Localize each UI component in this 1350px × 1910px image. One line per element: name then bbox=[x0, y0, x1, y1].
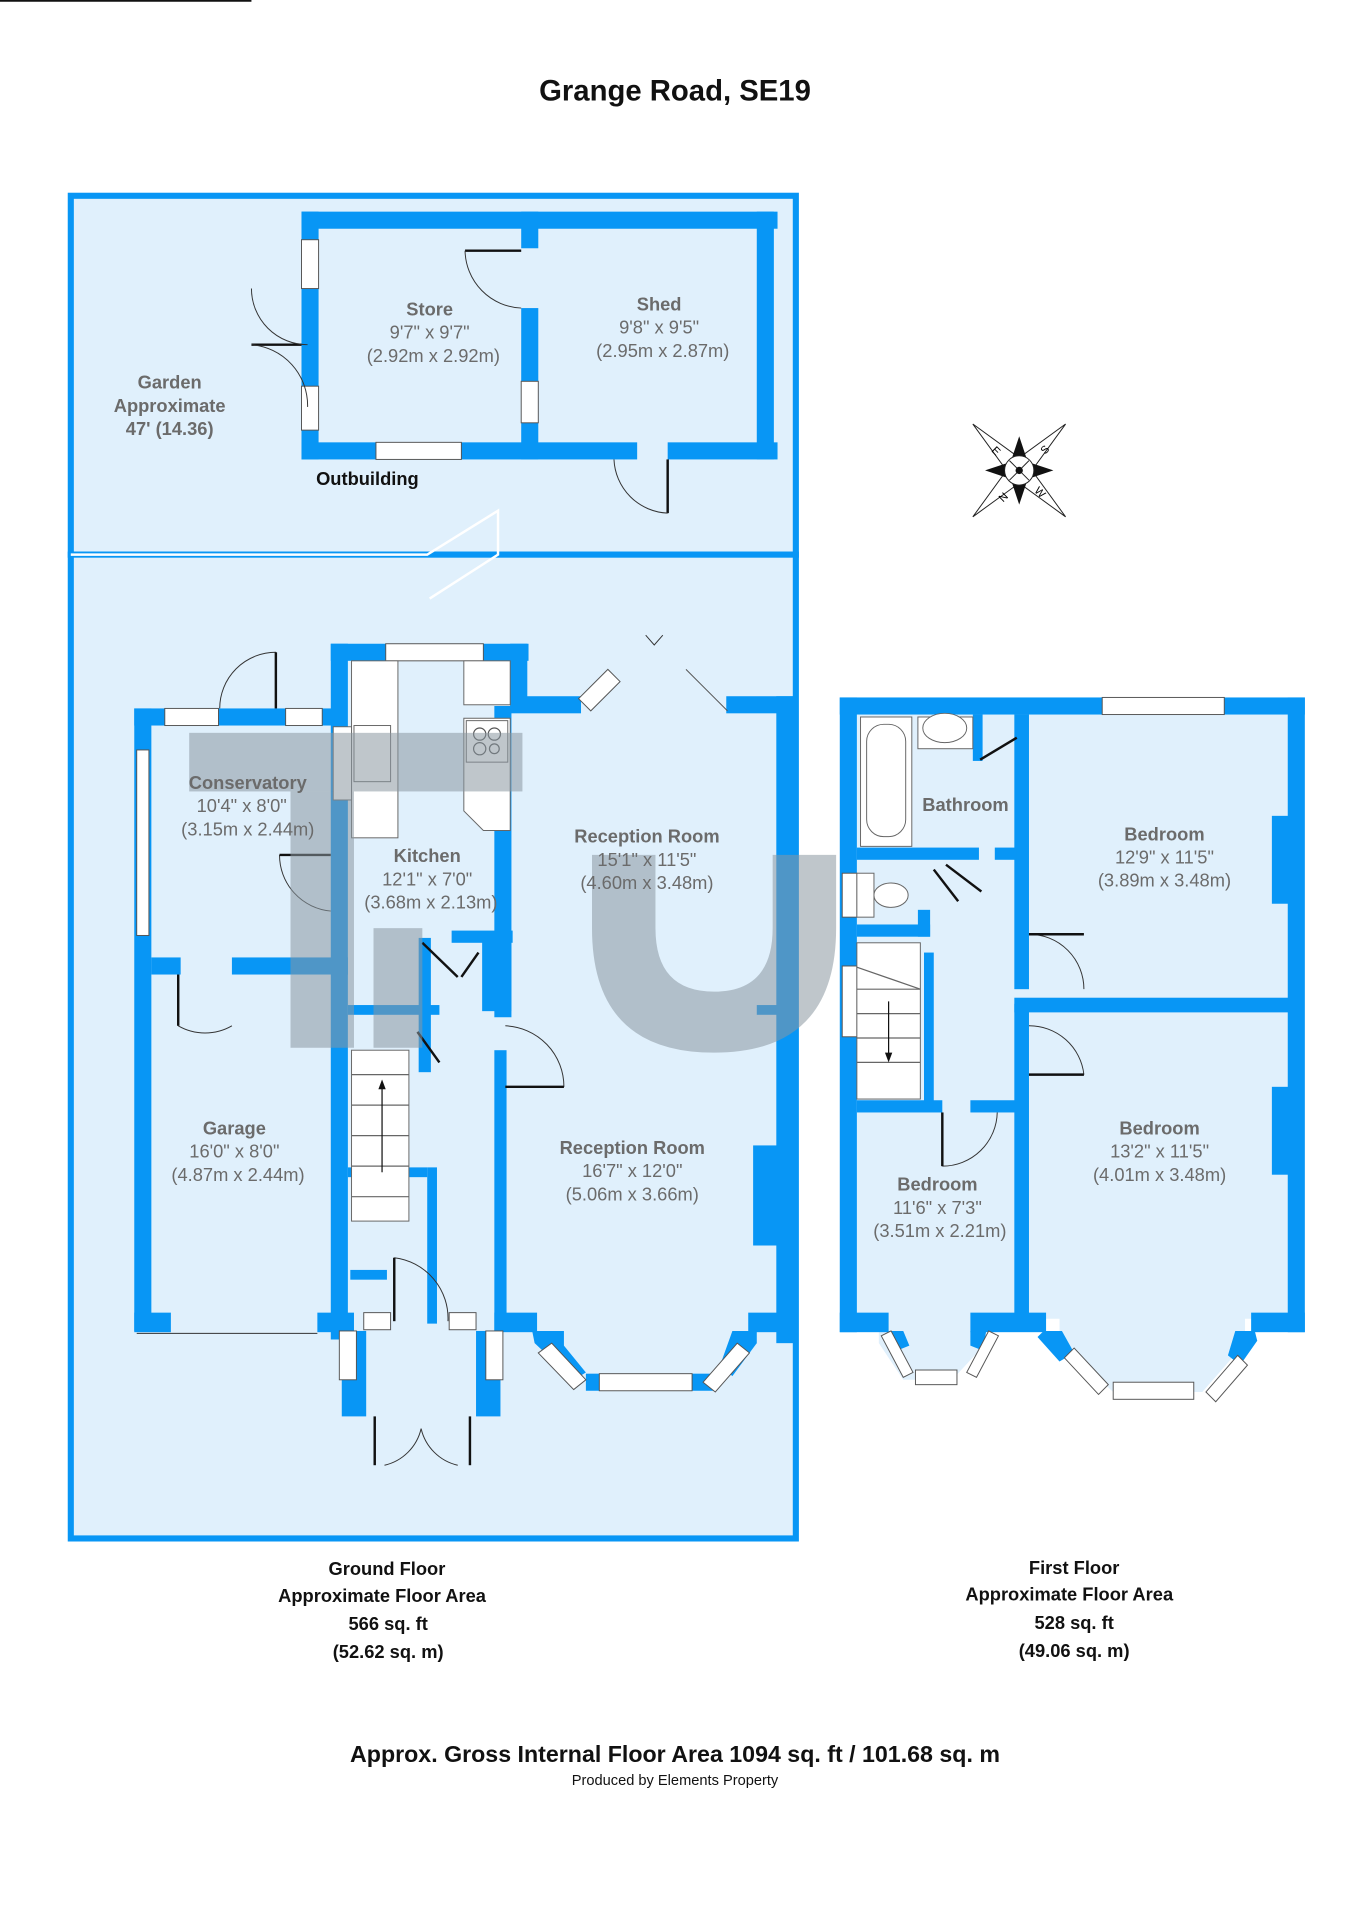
svg-text:528 sq. ft: 528 sq. ft bbox=[1034, 1612, 1113, 1633]
svg-text:Garage: Garage bbox=[203, 1117, 266, 1138]
garden-label: Garden Approximate 47' (14.36) bbox=[114, 372, 226, 439]
page-title: Grange Road, SE19 bbox=[539, 75, 811, 108]
room-bedroom-3: Bedroom 11'6" x 7'3" (3.51m x 2.21m) bbox=[873, 1174, 1006, 1241]
outbuilding-label: Outbuilding bbox=[316, 468, 419, 489]
svg-text:Store: Store bbox=[406, 298, 453, 319]
compass-rose-icon: E S N W bbox=[972, 423, 1066, 518]
svg-text:First Floor: First Floor bbox=[1029, 1557, 1119, 1578]
svg-text:(49.06 sq. m): (49.06 sq. m) bbox=[1019, 1640, 1130, 1661]
svg-text:Reception Room: Reception Room bbox=[574, 826, 719, 847]
svg-text:Garden: Garden bbox=[138, 372, 202, 393]
room-kitchen: Kitchen 12'1" x 7'0" (3.68m x 2.13m) bbox=[364, 845, 497, 912]
room-shed: Shed 9'8" x 9'5" (2.95m x 2.87m) bbox=[596, 294, 729, 361]
room-conservatory: Conservatory 10'4" x 8'0" (3.15m x 2.44m… bbox=[181, 772, 314, 839]
svg-text:12'1" x 7'0": 12'1" x 7'0" bbox=[382, 868, 472, 889]
svg-text:(3.15m x 2.44m): (3.15m x 2.44m) bbox=[181, 818, 314, 839]
svg-text:16'7" x 12'0": 16'7" x 12'0" bbox=[582, 1160, 682, 1181]
svg-text:Approximate: Approximate bbox=[114, 395, 226, 416]
svg-text:15'1" x 11'5": 15'1" x 11'5" bbox=[597, 849, 696, 870]
outbuilding-plan bbox=[0, 0, 778, 514]
svg-text:12'9" x 11'5": 12'9" x 11'5" bbox=[1115, 846, 1214, 867]
producer-credit: Produced by Elements Property bbox=[572, 1773, 779, 1789]
svg-text:Bathroom: Bathroom bbox=[922, 794, 1008, 815]
room-reception-2: Reception Room 16'7" x 12'0" (5.06m x 3.… bbox=[560, 1137, 705, 1204]
svg-text:47' (14.36): 47' (14.36) bbox=[126, 418, 214, 439]
svg-text:(5.06m x 3.66m): (5.06m x 3.66m) bbox=[566, 1183, 699, 1204]
svg-text:9'8" x 9'5": 9'8" x 9'5" bbox=[619, 317, 699, 338]
svg-text:566 sq. ft: 566 sq. ft bbox=[348, 1613, 427, 1634]
svg-text:Bedroom: Bedroom bbox=[1119, 1117, 1199, 1138]
svg-text:Bedroom: Bedroom bbox=[897, 1174, 977, 1195]
room-reception-1: Reception Room 15'1" x 11'5" (4.60m x 3.… bbox=[574, 826, 719, 893]
svg-text:(4.60m x 3.48m): (4.60m x 3.48m) bbox=[580, 872, 713, 893]
svg-text:(2.92m x 2.92m): (2.92m x 2.92m) bbox=[367, 345, 500, 366]
svg-text:Conservatory: Conservatory bbox=[189, 772, 308, 793]
room-store: Store 9'7" x 9'7" (2.92m x 2.92m) bbox=[367, 298, 500, 365]
room-bedroom-2: Bedroom 13'2" x 11'5" (4.01m x 3.48m) bbox=[1093, 1117, 1226, 1184]
svg-text:(4.01m x 3.48m): (4.01m x 3.48m) bbox=[1093, 1164, 1226, 1185]
svg-text:Ground Floor: Ground Floor bbox=[328, 1558, 445, 1579]
svg-text:(3.89m x 3.48m): (3.89m x 3.48m) bbox=[1098, 870, 1231, 891]
svg-text:13'2" x 11'5": 13'2" x 11'5" bbox=[1110, 1141, 1209, 1162]
svg-text:Kitchen: Kitchen bbox=[394, 845, 461, 866]
svg-text:Bedroom: Bedroom bbox=[1124, 823, 1204, 844]
svg-text:(4.87m x 2.44m): (4.87m x 2.44m) bbox=[171, 1164, 304, 1185]
svg-text:Approximate Floor Area: Approximate Floor Area bbox=[965, 1584, 1174, 1605]
svg-text:(3.51m x 2.21m): (3.51m x 2.21m) bbox=[873, 1220, 1006, 1241]
room-bathroom: Bathroom bbox=[922, 794, 1008, 815]
svg-text:(52.62 sq. m): (52.62 sq. m) bbox=[333, 1641, 444, 1662]
svg-text:Reception Room: Reception Room bbox=[560, 1137, 705, 1158]
svg-text:16'0" x 8'0": 16'0" x 8'0" bbox=[189, 1141, 279, 1162]
gross-internal-area: Approx. Gross Internal Floor Area 1094 s… bbox=[350, 1741, 1000, 1767]
svg-text:9'7" x 9'7": 9'7" x 9'7" bbox=[390, 322, 470, 343]
ground-floor-summary: Ground Floor Approximate Floor Area 566 … bbox=[278, 1558, 487, 1662]
svg-text:N: N bbox=[997, 491, 1011, 505]
svg-text:Approximate Floor Area: Approximate Floor Area bbox=[278, 1585, 487, 1606]
svg-text:10'4" x 8'0": 10'4" x 8'0" bbox=[197, 795, 287, 816]
room-garage: Garage 16'0" x 8'0" (4.87m x 2.44m) bbox=[171, 1117, 304, 1184]
svg-text:Shed: Shed bbox=[637, 294, 682, 315]
svg-text:(2.95m x 2.87m): (2.95m x 2.87m) bbox=[596, 340, 729, 361]
svg-text:11'6" x 7'3": 11'6" x 7'3" bbox=[893, 1197, 982, 1218]
room-bedroom-1: Bedroom 12'9" x 11'5" (3.89m x 3.48m) bbox=[1098, 823, 1231, 890]
first-floor-plan bbox=[839, 696, 1305, 1403]
svg-text:(3.68m x 2.13m): (3.68m x 2.13m) bbox=[364, 892, 497, 913]
first-floor-summary: First Floor Approximate Floor Area 528 s… bbox=[965, 1557, 1174, 1661]
